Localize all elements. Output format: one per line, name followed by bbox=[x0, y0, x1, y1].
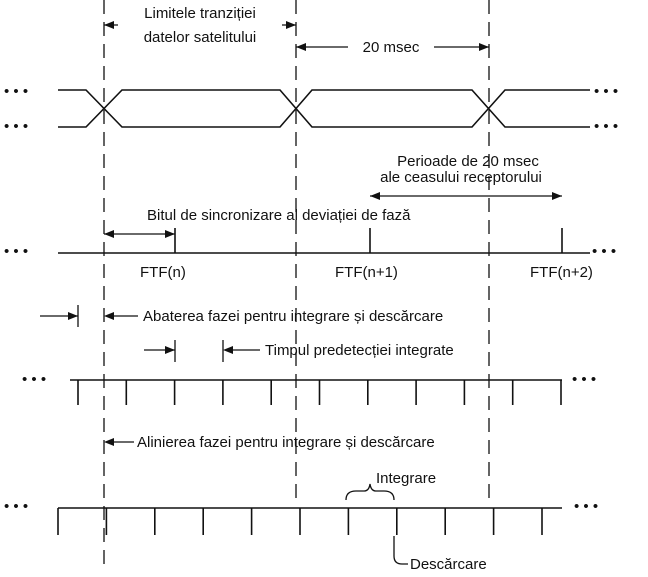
integrate-label: Integrare bbox=[376, 470, 436, 487]
satellite-data-waveform: • • • • • • • • • • • • bbox=[4, 83, 618, 135]
ftf-n2-label: FTF(n+2) bbox=[530, 264, 593, 281]
transition-limits-annotation: Limitele tranziției datelor satelitului bbox=[104, 2, 296, 50]
offset-dump-ticks bbox=[77, 380, 562, 405]
ellipsis-left-aligned: • • • bbox=[4, 498, 28, 515]
ellipsis-left-top: • • • bbox=[4, 83, 28, 100]
ftf-n-label: FTF(n) bbox=[140, 264, 186, 281]
offset-dump-timeline: • • • • • • bbox=[22, 371, 596, 405]
aligned-dump-timeline: • • • • • • bbox=[4, 498, 598, 535]
dump-label: Descărcare bbox=[410, 556, 487, 573]
ellipsis-right-aligned: • • • bbox=[574, 498, 598, 515]
ellipsis-left-offset: • • • bbox=[22, 371, 46, 388]
receiver-clock-label-line1: Perioade de 20 msec bbox=[397, 153, 539, 170]
period-label: 20 msec bbox=[363, 39, 420, 56]
aligned-dump-ticks bbox=[57, 508, 543, 535]
phase-offset-label: Abaterea fazei pentru integrare și descă… bbox=[143, 308, 443, 325]
dump-annotation: Descărcare bbox=[393, 536, 487, 573]
predetection-label: Timpul predetecției integrate bbox=[265, 342, 454, 359]
phase-offset-annotation: Abaterea fazei pentru integrare și descă… bbox=[40, 305, 443, 327]
ftf-timeline: Bitul de sincronizare al deviației de fa… bbox=[4, 207, 616, 281]
phase-alignment-label: Alinierea fazei pentru integrare și desc… bbox=[137, 434, 435, 451]
ellipsis-left-bottom: • • • bbox=[4, 118, 28, 135]
predetection-annotation: Timpul predetecției integrate bbox=[144, 340, 454, 362]
ellipsis-right-bottom: • • • bbox=[594, 118, 618, 135]
ftf-n1-label: FTF(n+1) bbox=[335, 264, 398, 281]
sync-bit-label: Bitul de sincronizare al deviației de fa… bbox=[147, 207, 411, 224]
ellipsis-right-offset: • • • bbox=[572, 371, 596, 388]
period-annotation: 20 msec bbox=[296, 36, 489, 58]
ellipsis-left-ftf: • • • bbox=[4, 243, 28, 260]
integrate-annotation: Integrare bbox=[345, 470, 436, 501]
ellipsis-right-top: • • • bbox=[594, 83, 618, 100]
transition-limits-label-line2: datelor satelitului bbox=[144, 29, 257, 46]
transition-limits-label-line1: Limitele tranziției bbox=[144, 5, 256, 22]
phase-alignment-annotation: Alinierea fazei pentru integrare și desc… bbox=[104, 434, 435, 451]
reference-lines bbox=[103, 0, 490, 565]
ellipsis-right-ftf: • • • bbox=[592, 243, 616, 260]
receiver-clock-label-line2: ale ceasului receptorului bbox=[380, 169, 542, 186]
receiver-clock-annotation: Perioade de 20 msec ale ceasului recepto… bbox=[370, 153, 562, 200]
